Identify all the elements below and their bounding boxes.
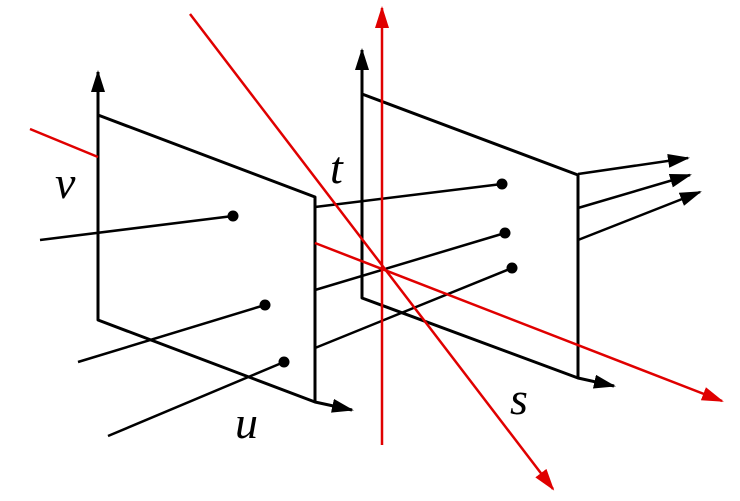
u-axis-label: u: [235, 397, 258, 448]
red-axes: [29, 6, 724, 491]
ray-dots: [227, 178, 518, 368]
ray-2-out: [577, 173, 692, 210]
uv-point-1: [227, 210, 239, 222]
ray-2-mid: [314, 231, 506, 292]
s-axis-arrow: [577, 374, 616, 389]
red-horizontal-axis: [314, 241, 724, 403]
ray-1-mid: [314, 182, 503, 209]
ray-1-out: [577, 153, 690, 176]
u-axis-arrow: [314, 398, 354, 413]
t-axis-label: t: [330, 142, 344, 193]
black-rays: [39, 153, 702, 438]
st-plane-frame: [360, 92, 580, 380]
uv-plane: [91, 70, 354, 413]
uv-point-2: [259, 299, 271, 311]
ray-1-in: [39, 214, 234, 242]
s-axis-label: s: [510, 373, 528, 424]
ray-3-out: [577, 190, 702, 242]
st-plane: [355, 48, 616, 389]
st-point-2: [499, 227, 511, 239]
ray-3-in: [107, 360, 285, 438]
st-point-3: [506, 262, 518, 274]
v-axis-label: v: [55, 157, 76, 208]
ray-2-in: [77, 303, 266, 364]
uv-point-3: [278, 356, 290, 368]
red-horizontal-axis-left: [29, 127, 99, 159]
red-diagonal-axis: [189, 13, 555, 491]
st-point-1: [496, 178, 508, 190]
